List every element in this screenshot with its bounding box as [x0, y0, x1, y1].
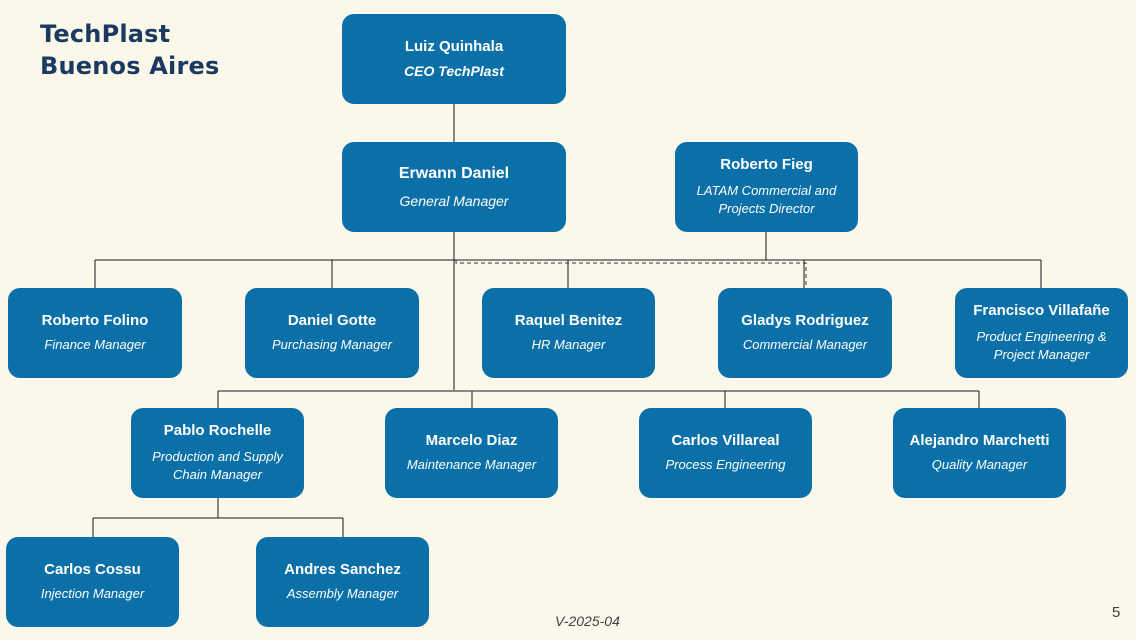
node-name: Marcelo Diaz — [425, 432, 518, 449]
node-role: Production and Supply Chain Manager — [152, 449, 283, 482]
node-general-manager: Erwann Daniel General Manager — [342, 142, 566, 232]
node-maintenance-manager: Marcelo Diaz Maintenance Manager — [385, 408, 558, 498]
node-role: Finance Manager — [44, 337, 146, 352]
node-role: LATAM Commercial and Projects Director — [696, 183, 837, 216]
node-name: Pablo Rochelle — [163, 422, 272, 439]
node-product-engineering-manager: Francisco Villafañe Product Engineering … — [955, 288, 1128, 378]
node-role: Process Engineering — [665, 457, 786, 472]
node-role: Commercial Manager — [742, 337, 868, 352]
node-role: Assembly Manager — [286, 586, 399, 601]
connector-dotted-gm-commercial — [455, 260, 807, 288]
node-name: Daniel Gotte — [287, 312, 377, 329]
node-role: CEO TechPlast — [404, 63, 504, 79]
node-injection-manager: Carlos Cossu Injection Manager — [6, 537, 179, 627]
node-role: General Manager — [399, 192, 509, 209]
node-role: Purchasing Manager — [272, 337, 392, 352]
node-name: Francisco Villafañe — [973, 302, 1110, 319]
node-commercial-manager: Gladys Rodriguez Commercial Manager — [718, 288, 892, 378]
slide-title: TechPlast Buenos Aires — [40, 18, 219, 82]
node-role: Quality Manager — [931, 457, 1028, 472]
node-latam-director: Roberto Fieg LATAM Commercial and Projec… — [675, 142, 858, 232]
node-name: Andres Sanchez — [284, 561, 401, 578]
version-label: V-2025-04 — [555, 613, 620, 629]
title-line-2: Buenos Aires — [40, 52, 220, 80]
node-role: Product Engineering & Project Manager — [976, 329, 1107, 362]
node-name: Gladys Rodriguez — [741, 312, 869, 329]
node-assembly-manager: Andres Sanchez Assembly Manager — [256, 537, 429, 627]
node-name: Carlos Villareal — [671, 432, 780, 449]
node-name: Roberto Folino — [41, 312, 149, 329]
node-ceo: Luiz Quinhala CEO TechPlast — [342, 14, 566, 104]
node-role: Maintenance Manager — [406, 457, 537, 472]
node-name: Erwann Daniel — [398, 164, 510, 182]
node-name: Roberto Fieg — [720, 156, 813, 173]
node-production-manager: Pablo Rochelle Production and Supply Cha… — [131, 408, 304, 498]
title-line-1: TechPlast — [40, 20, 171, 48]
node-hr-manager: Raquel Benitez HR Manager — [482, 288, 655, 378]
node-finance-manager: Roberto Folino Finance Manager — [8, 288, 182, 378]
node-name: Raquel Benitez — [514, 312, 623, 329]
node-quality-manager: Alejandro Marchetti Quality Manager — [893, 408, 1066, 498]
node-role: HR Manager — [531, 337, 606, 352]
node-role: Injection Manager — [40, 586, 145, 601]
node-purchasing-manager: Daniel Gotte Purchasing Manager — [245, 288, 419, 378]
node-process-engineering: Carlos Villareal Process Engineering — [639, 408, 812, 498]
node-name: Alejandro Marchetti — [909, 432, 1050, 449]
node-name: Luiz Quinhala — [404, 38, 504, 55]
node-name: Carlos Cossu — [44, 561, 141, 578]
page-number: 5 — [1112, 604, 1121, 621]
